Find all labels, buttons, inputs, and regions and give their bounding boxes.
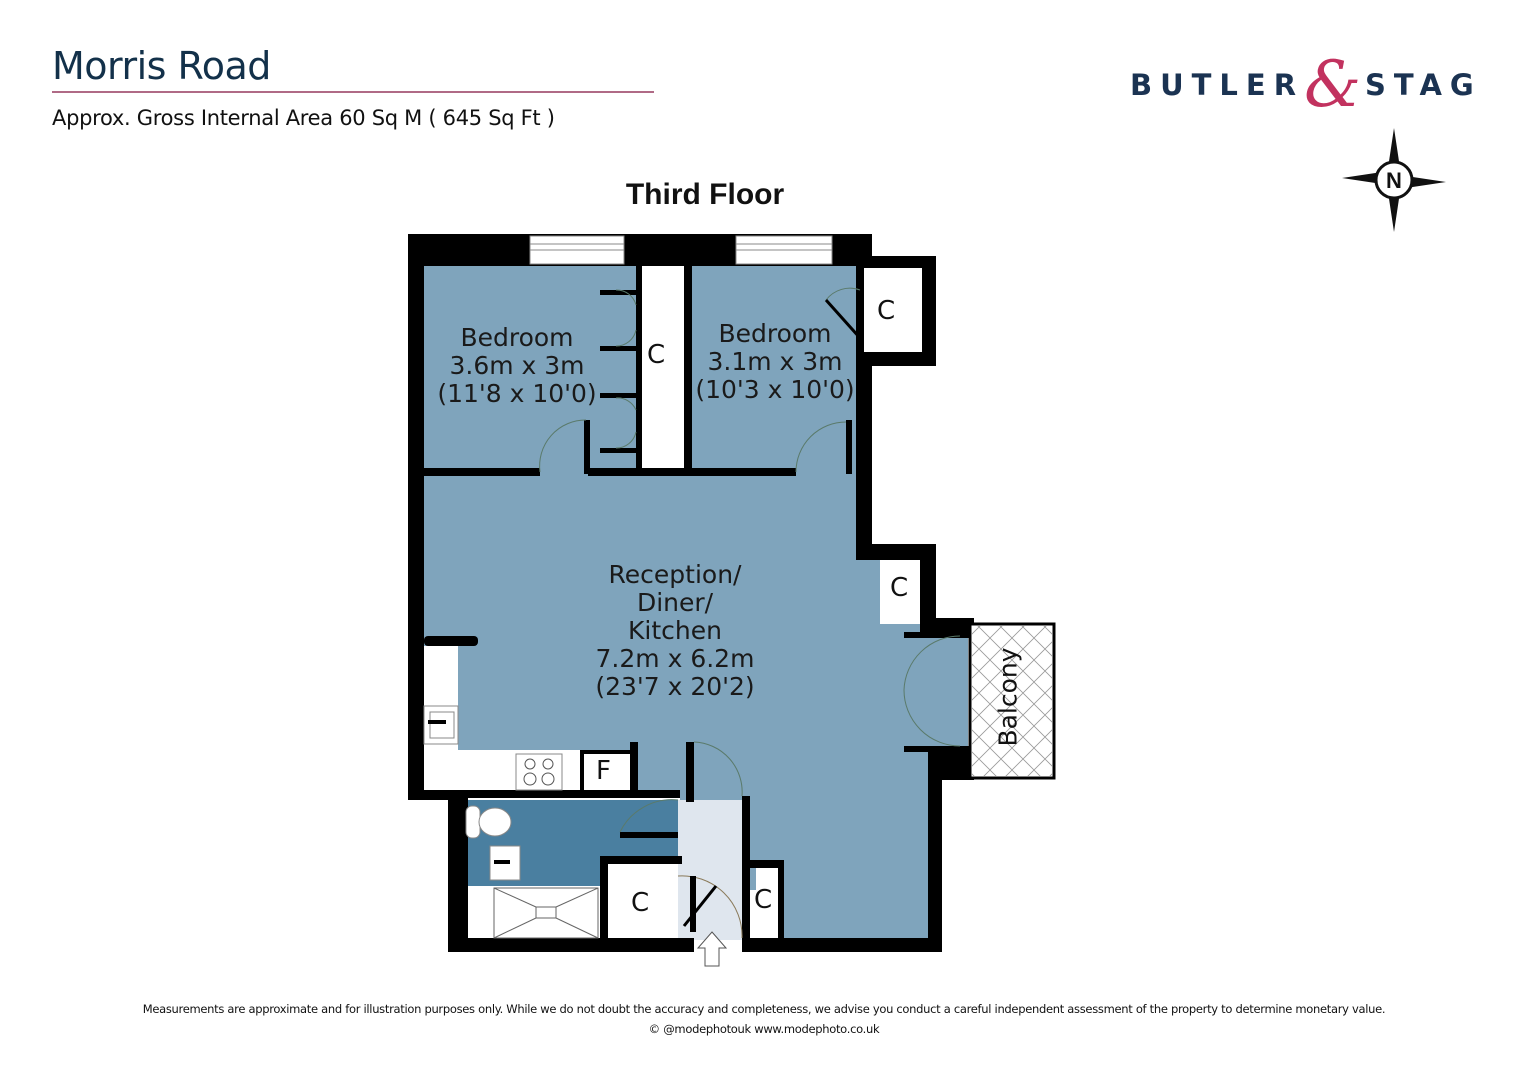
room-name: Reception/: [608, 560, 742, 589]
room-fills: [424, 264, 968, 940]
floor-title: Third Floor: [625, 178, 785, 211]
room-label-reception: Reception/ Diner/ Kitchen 7.2m x 6.2m (2…: [575, 561, 775, 701]
room-metric: 7.2m x 6.2m: [595, 644, 755, 673]
windows: [529, 235, 833, 265]
cupboards: [608, 266, 922, 938]
balcony-label: Balcony: [993, 647, 1023, 747]
room-imperial: (10'3 x 10'0): [695, 375, 855, 404]
cupboard-label: C: [877, 296, 896, 326]
header-title: Morris Road: [52, 44, 271, 88]
compass-label: N: [1386, 168, 1402, 193]
room-name-2: Diner/: [636, 588, 714, 617]
room-name: Bedroom: [718, 319, 832, 348]
cupboard-label: C: [631, 888, 650, 918]
cupboard-label: C: [647, 340, 666, 370]
north-compass-icon: N: [1342, 128, 1446, 232]
room-name-3: Kitchen: [628, 616, 722, 645]
room-metric: 3.6m x 3m: [449, 351, 585, 380]
footer-disclaimer: Measurements are approximate and for ill…: [142, 1002, 1386, 1016]
logo-word-right: STAG: [1365, 68, 1482, 102]
room-label-bedroom-2: Bedroom 3.1m x 3m (10'3 x 10'0): [690, 320, 860, 404]
cupboard-label: C: [754, 885, 773, 915]
room-name: Bedroom: [460, 323, 574, 352]
bathroom-fixtures: [465, 805, 599, 939]
cupboard-door: [824, 298, 862, 340]
header-rule: [52, 91, 654, 93]
room-metric: 3.1m x 3m: [707, 347, 843, 376]
logo-ampersand: &: [1304, 48, 1362, 122]
room-imperial: (23'7 x 20'2): [595, 672, 755, 701]
logo-word-left: BUTLER: [1130, 68, 1305, 102]
header-subtitle: Approx. Gross Internal Area 60 Sq M ( 64…: [52, 106, 555, 130]
walls: [408, 234, 974, 952]
footer-credit: © @modephotouk www.modephoto.co.uk: [648, 1022, 880, 1036]
fridge-label: F: [596, 756, 611, 786]
entrance-arrow-icon: [696, 931, 728, 967]
brand-logo: BUTLER & STAG: [1130, 50, 1482, 120]
room-imperial: (11'8 x 10'0): [437, 379, 597, 408]
cupboard-label: C: [890, 573, 909, 603]
kitchen-counter: [423, 646, 634, 794]
room-label-bedroom-1: Bedroom 3.6m x 3m (11'8 x 10'0): [432, 324, 602, 408]
entrance-door-leaf: [682, 885, 718, 927]
door-swings: [539, 287, 961, 939]
balcony: [968, 622, 1056, 780]
